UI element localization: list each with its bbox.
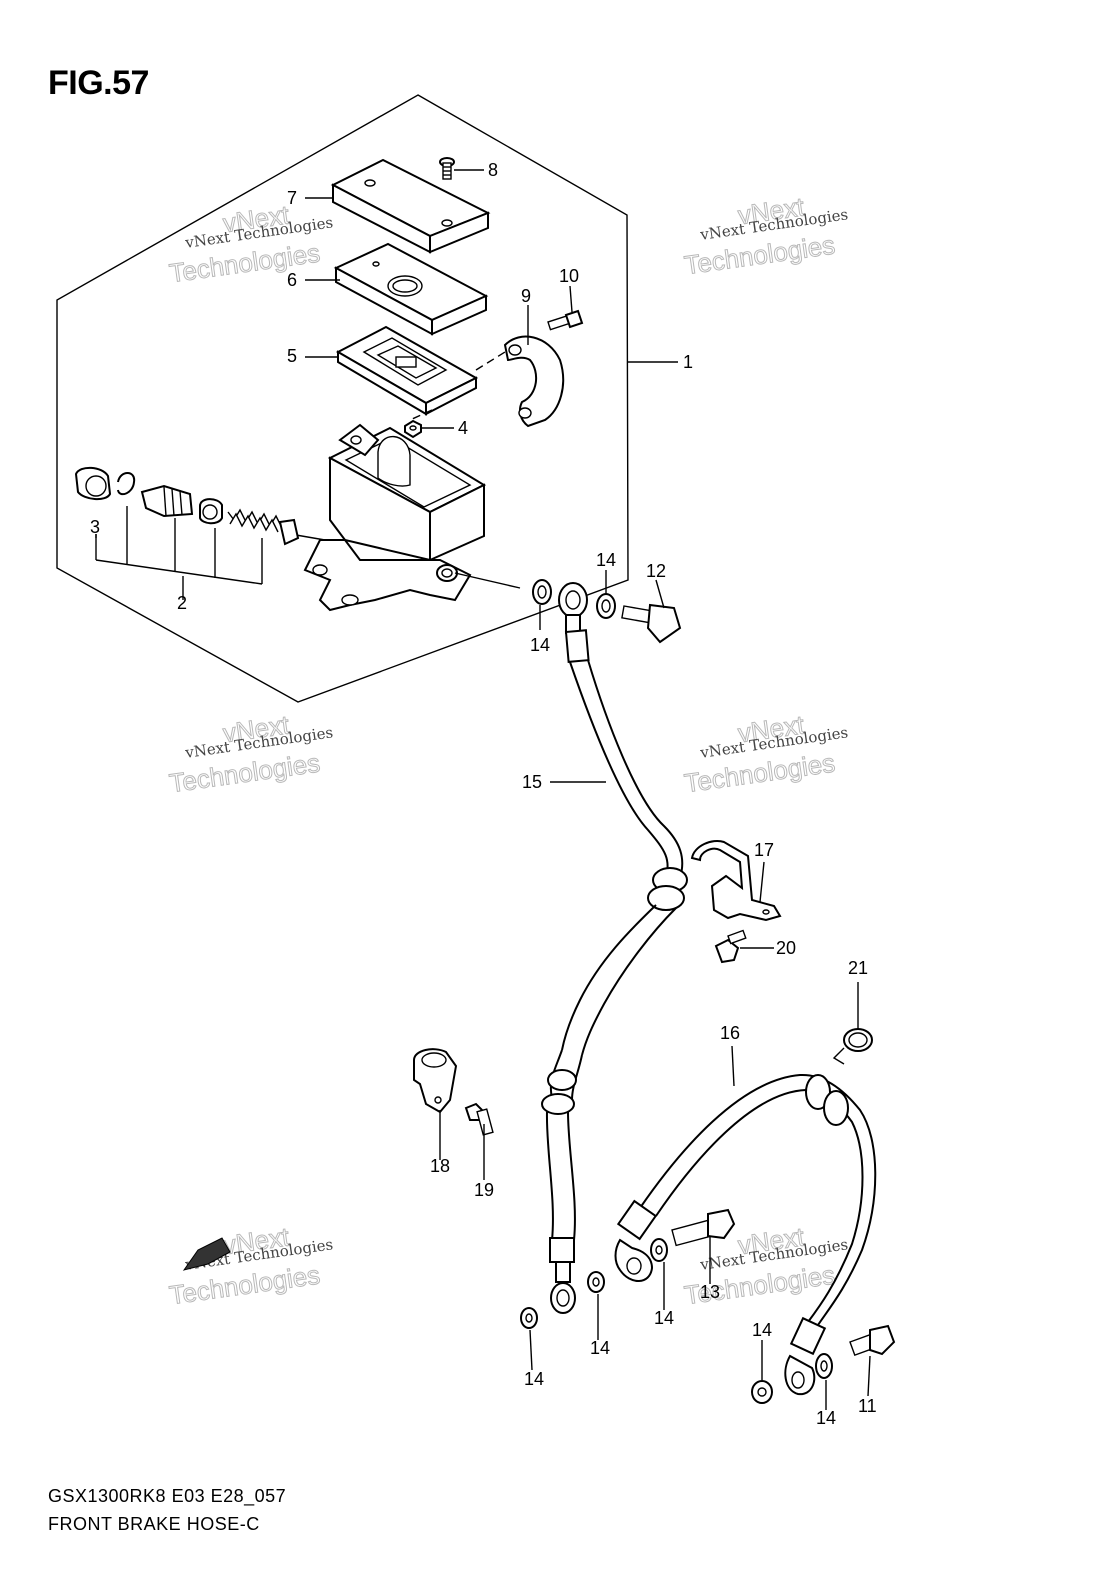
callout-7: 7 bbox=[287, 188, 297, 208]
callout-6: 6 bbox=[287, 270, 297, 290]
callout-15: 15 bbox=[522, 772, 542, 792]
figure-title: FIG.57 bbox=[48, 64, 149, 102]
callout-10: 10 bbox=[559, 266, 579, 286]
callout-3: 3 bbox=[90, 517, 100, 537]
diaphragm-plate bbox=[333, 242, 489, 336]
callout-11: 11 bbox=[858, 1396, 877, 1416]
callout-14-b: 14 bbox=[590, 1338, 610, 1358]
callout-1: 1 bbox=[683, 352, 693, 372]
hose-guide-18 bbox=[413, 1048, 458, 1114]
callout-14-d: 14 bbox=[752, 1320, 772, 1340]
callout-13: 13 bbox=[700, 1282, 720, 1302]
small-nut bbox=[404, 419, 422, 439]
leader-lines bbox=[95, 169, 871, 1410]
front-arrow-icon bbox=[182, 1237, 231, 1271]
upper-banjo-set bbox=[532, 579, 682, 644]
callout-9: 9 bbox=[521, 286, 531, 306]
callout-14-left: 14 bbox=[530, 635, 550, 655]
callout-14-top: 14 bbox=[596, 550, 616, 570]
callout-16: 16 bbox=[720, 1023, 740, 1043]
assembly-enclosure bbox=[56, 94, 629, 703]
callout-4: 4 bbox=[458, 418, 468, 438]
callout-14-e: 14 bbox=[816, 1408, 836, 1428]
diaphragm bbox=[335, 325, 479, 416]
callout-8: 8 bbox=[488, 160, 498, 180]
callout-5: 5 bbox=[287, 346, 297, 366]
hose-bracket-17 bbox=[690, 840, 782, 922]
callout-14-mid: 14 bbox=[654, 1308, 674, 1328]
banjo-bolt-11 bbox=[751, 1324, 896, 1404]
callout-2: 2 bbox=[177, 593, 187, 613]
figure-name: FRONT BRAKE HOSE-C bbox=[48, 1514, 260, 1534]
brake-hose-16 bbox=[614, 1073, 877, 1396]
figure-code: GSX1300RK8 E03 E28_057 bbox=[48, 1486, 287, 1506]
callout-20: 20 bbox=[776, 938, 796, 958]
callout-19: 19 bbox=[474, 1180, 494, 1200]
callout-17: 17 bbox=[754, 840, 774, 860]
banjo-bolt-13 bbox=[650, 1208, 736, 1262]
piston-set bbox=[74, 466, 300, 546]
reservoir-cap bbox=[330, 158, 491, 254]
handlebar-clamp bbox=[503, 335, 565, 428]
callout-21: 21 bbox=[848, 958, 868, 978]
callout-14-c: 14 bbox=[524, 1369, 544, 1389]
clamp-bolt bbox=[547, 309, 584, 331]
hose-clip-21 bbox=[832, 1028, 873, 1065]
bracket-bolt-20 bbox=[714, 929, 747, 964]
callout-18: 18 bbox=[430, 1156, 450, 1176]
piston-set-bracket bbox=[95, 506, 263, 592]
brake-hose-15 bbox=[541, 629, 688, 1314]
callouts: 1 2 3 4 5 6 7 8 9 10 11 12 13 14 14 14 1… bbox=[90, 160, 877, 1428]
callout-12: 12 bbox=[646, 561, 666, 581]
guide-bolt-19 bbox=[464, 1102, 494, 1136]
cap-screw bbox=[439, 157, 455, 180]
master-cylinder-body bbox=[303, 423, 487, 612]
